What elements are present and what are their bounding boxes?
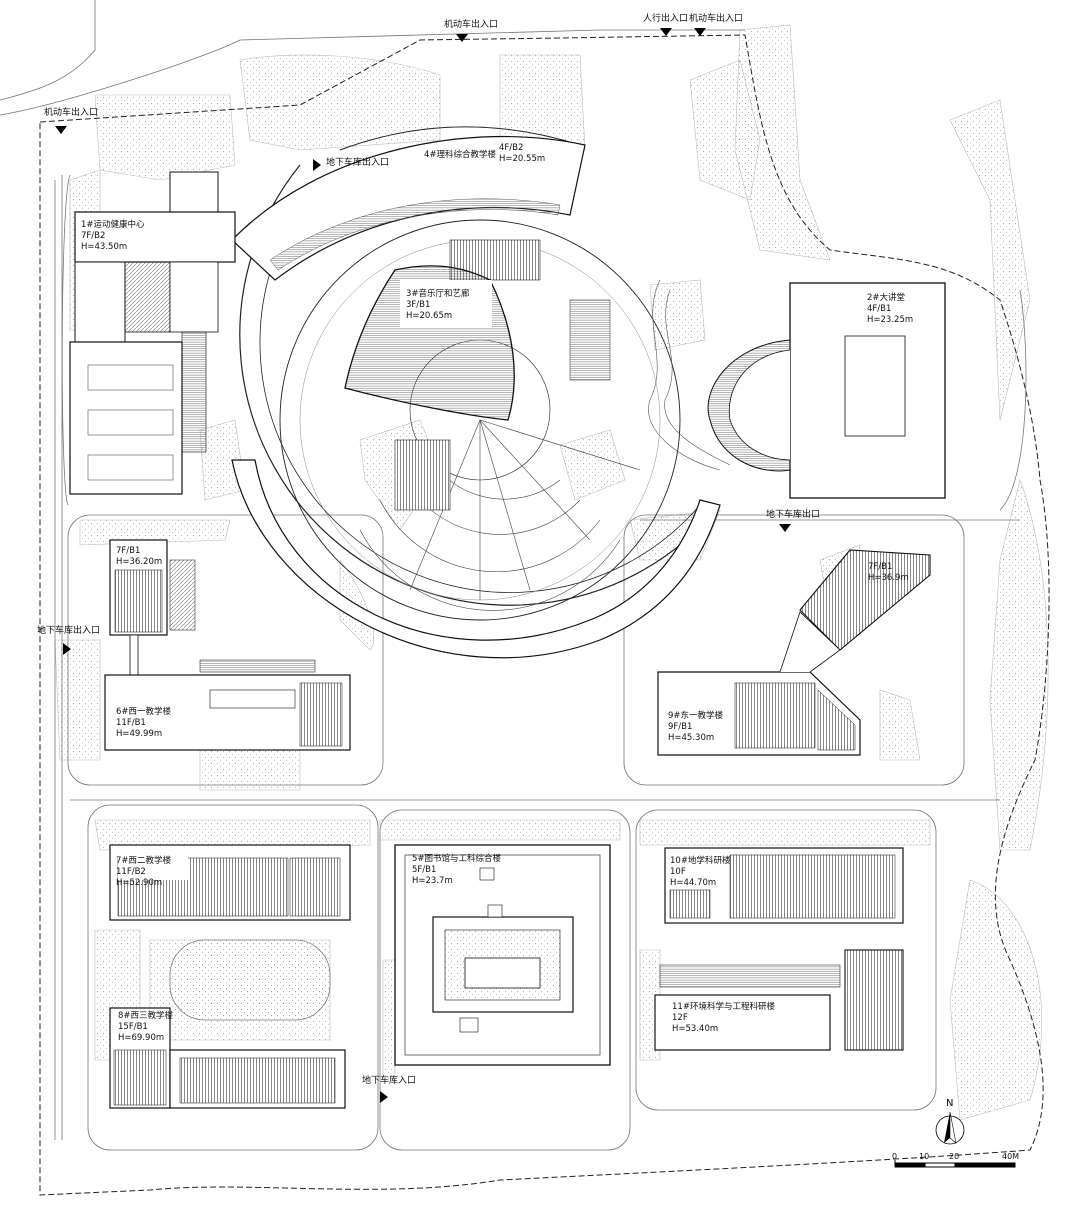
building-2-footprint	[707, 282, 946, 499]
entrance-arrow-icon	[456, 34, 468, 42]
garden-west	[169, 939, 331, 1021]
building-2-label: 2#大讲堂 4F/B1 H=23.25m	[867, 293, 913, 326]
building-7-name: 7#西二教学楼	[116, 856, 172, 866]
entrance-label-garage-bottom: 地下车库入口	[362, 1076, 417, 1086]
scale-bar	[894, 1160, 1016, 1168]
entrance-label-garage-left: 地下车库出入口	[37, 626, 101, 636]
building-8-height: H=69.90m	[118, 1033, 165, 1043]
building-1-floors: 7F/B2	[81, 231, 106, 241]
building-10-footprint	[664, 847, 904, 924]
building-3-label: 3#音乐厅和艺廊 3F/B1 H=20.65m	[406, 289, 470, 322]
building-9-north-floors: 7F/B1	[868, 562, 893, 572]
building-4-name: 4#理科综合教学楼	[424, 150, 497, 160]
entrance-arrow-icon	[660, 28, 672, 36]
building-5-footprint	[394, 844, 611, 1066]
building-9-label: 9#东一教学楼 9F/B1 H=45.30m	[668, 711, 723, 744]
building-7-label: 7#西二教学楼 11F/B2 H=52.90m	[116, 856, 171, 889]
building-3-name: 3#音乐厅和艺廊	[406, 289, 470, 299]
building-6-floors: 11F/B1	[116, 718, 146, 728]
building-1-footprint	[69, 171, 236, 495]
building-5-floors: 5F/B1	[412, 865, 437, 875]
building-4-label: 4F/B2 H=20.55m	[499, 143, 545, 165]
entrance-arrow-icon	[63, 643, 71, 655]
building-9-height: H=45.30m	[668, 733, 715, 743]
building-11-floors: 12F	[672, 1013, 688, 1023]
building-9-name: 9#东一教学楼	[668, 711, 724, 721]
building-11-footprint	[654, 949, 904, 1051]
building-1-height: H=43.50m	[81, 242, 128, 252]
building-6-north-label: 7F/B1 H=36.20m	[116, 546, 162, 568]
building-9-footprint	[657, 611, 861, 756]
north-arrow-icon	[935, 1111, 965, 1145]
building-9-north-label: 7F/B1 H=36.9m	[868, 562, 909, 584]
building-8-floors: 15F/B1	[118, 1022, 148, 1032]
ring-south-wing	[231, 459, 721, 659]
building-4-height: H=20.55m	[499, 154, 546, 164]
scale-tick-0: 0	[892, 1152, 898, 1161]
entrance-label-pedestrian: 人行出入口	[643, 14, 689, 24]
scale-tick-20: 20	[949, 1152, 960, 1161]
building-6-footprint	[104, 659, 351, 751]
building-6-label: 6#西一教学楼 11F/B1 H=49.99m	[116, 707, 171, 740]
building-3-height: H=20.65m	[406, 311, 453, 321]
wavy-landscape-east	[648, 279, 731, 471]
building-10-height: H=44.70m	[670, 878, 717, 888]
north-label: N	[946, 1098, 954, 1109]
building-2-height: H=23.25m	[867, 315, 914, 325]
building-11-name: 11#环境科学与工程科研楼	[672, 1002, 775, 1012]
building-1-label: 1#运动健康中心 7F/B2 H=43.50m	[81, 220, 145, 253]
building-6-north-height: H=36.20m	[116, 557, 163, 567]
building-2-floors: 4F/B1	[867, 304, 892, 314]
building-6-north-floors: 7F/B1	[116, 546, 141, 556]
scale-tick-40: 40M	[1002, 1152, 1020, 1161]
building-8-footprint	[109, 1007, 346, 1109]
building-7-height: H=52.90m	[116, 878, 163, 888]
building-11-height: H=53.40m	[672, 1024, 719, 1034]
building-7-footprint	[109, 844, 351, 921]
building-9-north-height: H=36.9m	[868, 573, 909, 583]
site-boundary	[39, 34, 1050, 1196]
building-6-height: H=49.99m	[116, 729, 163, 739]
entrance-label-garage-top: 地下车库出入口	[326, 158, 390, 168]
building-3-floors: 3F/B1	[406, 300, 431, 310]
entrance-arrow-icon	[779, 524, 791, 532]
building-8-name: 8#西三教学楼	[118, 1011, 174, 1021]
entrance-arrow-icon	[380, 1091, 388, 1103]
building-10-label: 10#地学科研楼 10F H=44.70m	[670, 856, 730, 889]
building-2-name: 2#大讲堂	[867, 293, 906, 303]
entrance-arrow-icon	[694, 28, 706, 36]
entrance-label-vehicle-left: 机动车出入口	[44, 108, 99, 118]
building-1-name: 1#运动健康中心	[81, 220, 145, 230]
building-4-floors: 4F/B2	[499, 143, 524, 153]
building-11-label: 11#环境科学与工程科研楼 12F H=53.40m	[672, 1002, 775, 1035]
building-5-name: 5#图书馆与工科综合楼	[412, 854, 502, 864]
scale-tick-10: 10	[919, 1152, 930, 1161]
entrance-label-garage-right: 地下车库出口	[766, 510, 821, 520]
entrance-label-vehicle-top-right: 机动车出入口	[689, 14, 744, 24]
building-5-height: H=23.7m	[412, 876, 453, 886]
entrance-label-vehicle-top-mid: 机动车出入口	[444, 20, 499, 30]
building-8-label: 8#西三教学楼 15F/B1 H=69.90m	[118, 1011, 173, 1044]
building-9-floors: 9F/B1	[668, 722, 693, 732]
building-5-label: 5#图书馆与工科综合楼 5F/B1 H=23.7m	[412, 854, 501, 887]
building-6-name: 6#西一教学楼	[116, 707, 172, 717]
building-6-north-footprint	[109, 539, 196, 676]
building-10-name: 10#地学科研楼	[670, 856, 731, 866]
entrance-arrow-icon	[313, 159, 321, 171]
building-7-floors: 11F/B2	[116, 867, 146, 877]
building-10-floors: 10F	[670, 867, 686, 877]
entrance-arrow-icon	[55, 126, 67, 134]
